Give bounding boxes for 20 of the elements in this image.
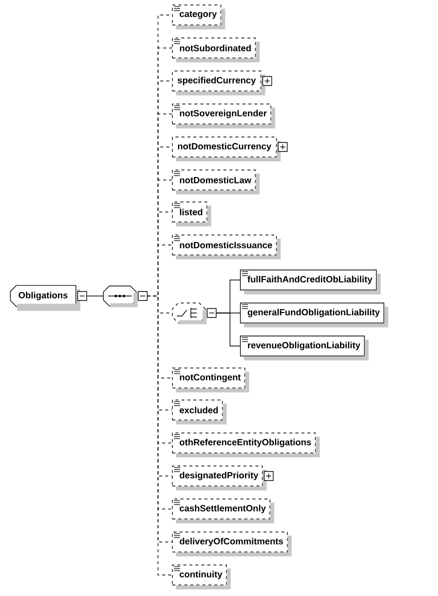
element-box: notSubordinated: [172, 38, 260, 62]
element-box: othReferenceEntityObligations: [172, 432, 320, 458]
element-box: listed: [172, 202, 212, 226]
element-box: notDomesticCurrency: [172, 136, 281, 162]
element-box: Obligations: [10, 285, 80, 311]
element-box: notDomesticIssuance: [172, 234, 281, 260]
element-box: revenueObligationLiability: [240, 336, 369, 360]
element-box: continuity: [172, 564, 231, 590]
element-box: generalFundObligationLiability: [240, 302, 388, 328]
connector: [216, 312, 240, 346]
element-box: notContingent: [172, 368, 250, 392]
element-box: notSovereignLender: [172, 104, 276, 128]
element-box: cashSettlementOnly: [172, 498, 274, 524]
element-box: excluded: [172, 400, 227, 424]
element-box: category: [172, 4, 226, 30]
element-box: specifiedCurrency: [172, 70, 266, 96]
element-box: designatedPriority: [172, 466, 267, 490]
element-box: notDomesticLaw: [172, 170, 260, 194]
element-box: fullFaithAndCreditObLiability: [240, 270, 381, 294]
element-box: deliveryOfCommitments: [172, 532, 292, 556]
